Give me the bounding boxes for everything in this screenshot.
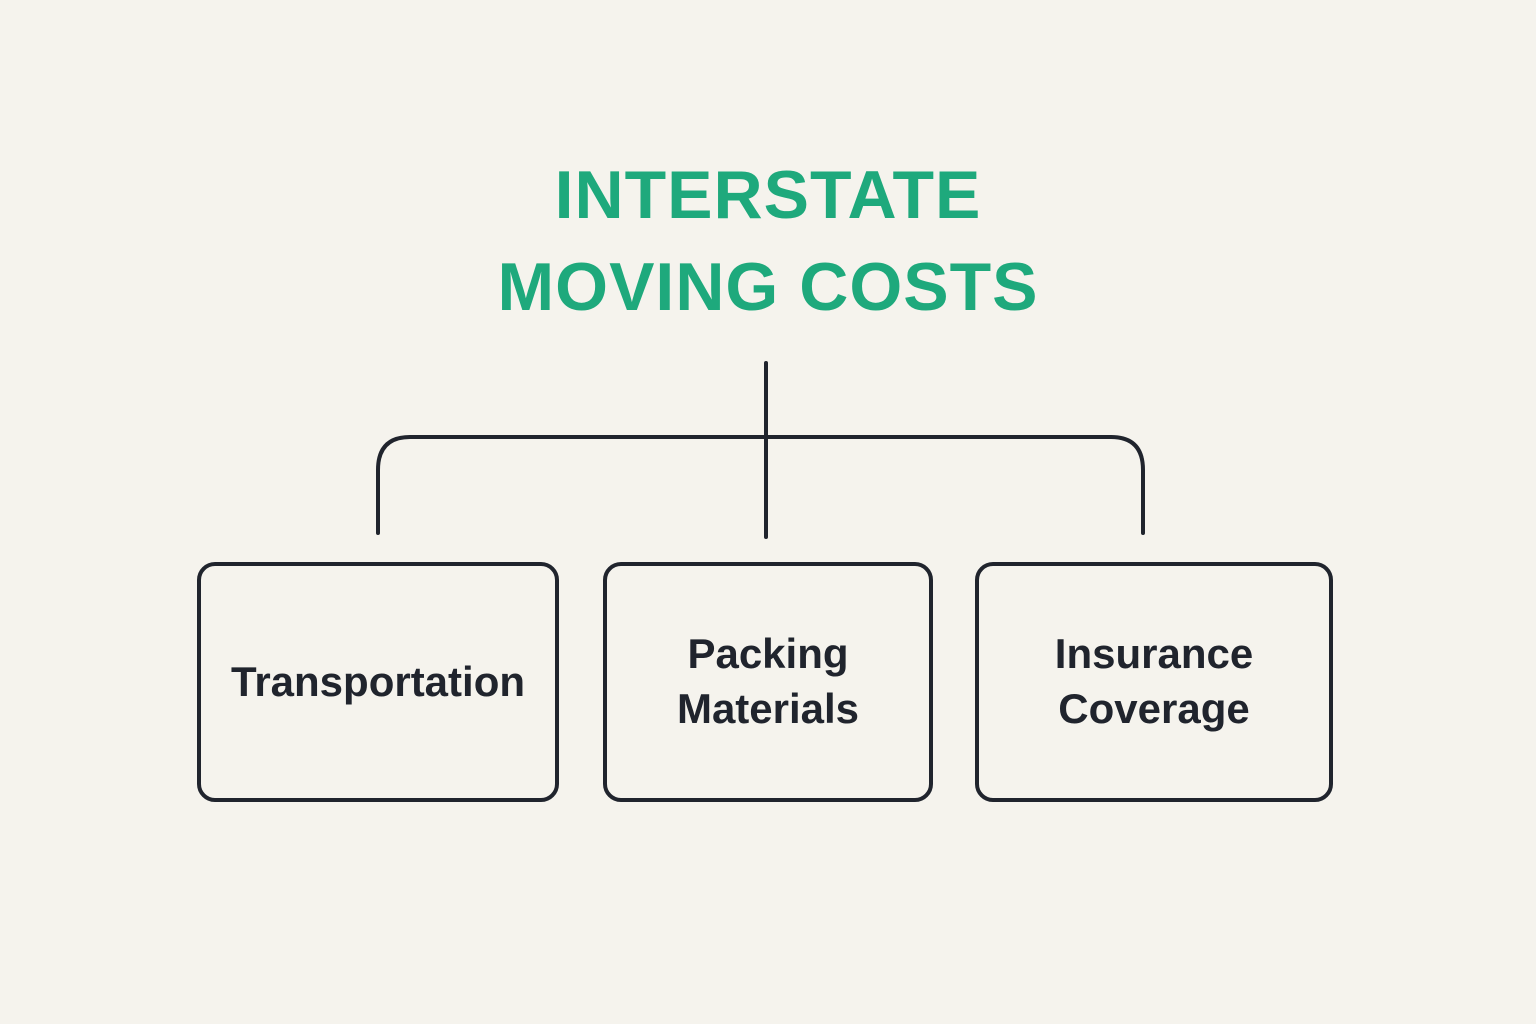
connector-bracket [376,435,1145,535]
node-transportation: Transportation [197,562,559,802]
node-packing-materials: Packing Materials [603,562,933,802]
title-line-2: MOVING COSTS [497,248,1039,325]
node-label: Packing Materials [676,630,860,732]
node-label: Insurance Coverage [1054,630,1254,732]
node-label: Transportation [230,657,526,705]
diagram-title: INTERSTATE MOVING COSTS [0,150,1536,334]
title-line-1: INTERSTATE [554,157,982,233]
node-insurance-coverage: Insurance Coverage [975,562,1333,802]
